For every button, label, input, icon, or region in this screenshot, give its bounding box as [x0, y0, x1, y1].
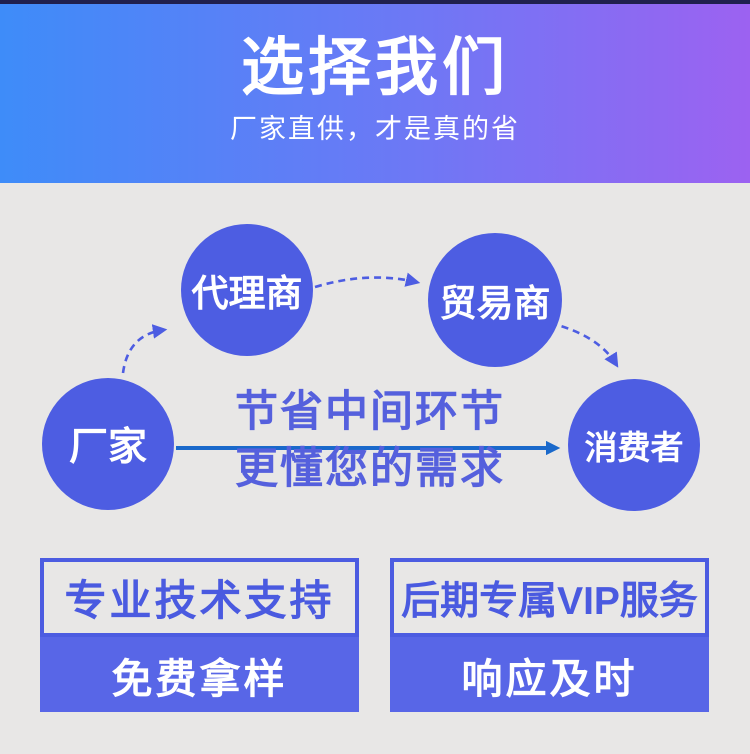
benefit-cards: 专业技术支持 免费拿样 后期专属VIP服务 响应及时: [0, 540, 750, 712]
card-vip-service-benefit: 响应及时: [390, 637, 709, 712]
center-text-line1: 节省中间环节: [235, 388, 505, 436]
page-title: 选择我们: [241, 33, 509, 103]
card-vip-service-title: 后期专属VIP服务: [390, 558, 709, 637]
node-agent-label: 代理商: [191, 273, 303, 314]
dashed-arrow-trader-to-consumer: [549, 321, 619, 368]
node-consumer-label: 消费者: [584, 429, 684, 466]
node-factory-label: 厂家: [68, 426, 147, 469]
supply-chain-diagram: 厂家 代理商 贸易商 消费者 节省中间环节 更懂您的需求: [0, 183, 750, 540]
node-agent: 代理商: [181, 224, 313, 356]
diagram-center-text: 节省中间环节 更懂您的需求: [170, 384, 570, 498]
center-text-line2: 更懂您的需求: [235, 445, 505, 493]
node-trader-label: 贸易商: [439, 283, 551, 324]
node-trader: 贸易商: [428, 233, 562, 367]
card-tech-support: 专业技术支持 免费拿样: [40, 558, 359, 712]
dashed-arrow-factory-to-agent: [121, 324, 168, 374]
node-consumer: 消费者: [568, 379, 700, 511]
node-factory: 厂家: [42, 378, 174, 510]
header-banner: 选择我们 厂家直供，才是真的省: [0, 0, 750, 183]
page-subtitle: 厂家直供，才是真的省: [230, 114, 520, 145]
dashed-arrow-agent-to-trader: [314, 272, 421, 289]
card-vip-service: 后期专属VIP服务 响应及时: [390, 558, 709, 712]
card-tech-support-benefit: 免费拿样: [40, 637, 359, 712]
diagram-arrow-layer: [121, 272, 619, 456]
card-tech-support-title: 专业技术支持: [40, 558, 359, 637]
top-accent-bar: [0, 0, 750, 4]
